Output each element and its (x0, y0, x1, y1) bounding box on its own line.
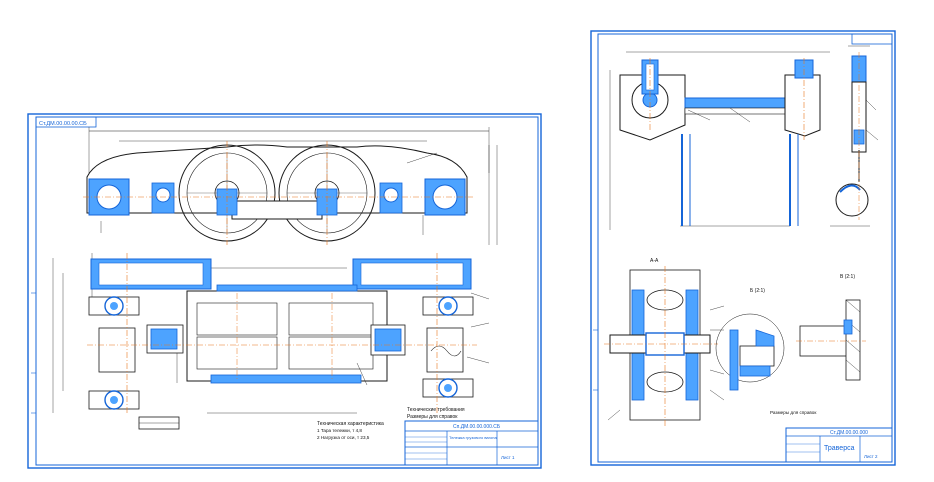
requirements-note: Размеры для справок (407, 414, 458, 420)
sheet-label: Лист 1 (501, 455, 515, 460)
inner-frame (35, 116, 539, 466)
top-stamp-code: Ст.ДМ.00.00.00.СБ (39, 121, 87, 127)
right-note: Размеры для справок (770, 410, 817, 415)
section-label-b: Б (2:1) (750, 288, 765, 294)
outer-frame-right (590, 30, 896, 466)
right-drawing-code: Ст.ДМ.00.00.000 (830, 430, 868, 436)
requirements-heading: Технические требования (407, 407, 465, 413)
top-stamp-box-right (851, 33, 893, 45)
notes-heading: Техническая характеристика (317, 421, 384, 427)
drawing-title: Тележка грузового вагона (449, 435, 497, 440)
title-block: Сп.ДМ.00.00.000.СБ Тележка грузового ваг… (404, 420, 539, 466)
title-block-right: Ст.ДМ.00.00.000 Траверса Лист 2 (785, 427, 893, 463)
drawing-code: Сп.ДМ.00.00.000.СБ (453, 424, 501, 430)
wheelset-right (422, 296, 474, 398)
detail-b (715, 313, 785, 391)
side-frame (86, 144, 468, 214)
section-a-a (604, 266, 725, 426)
note-1: 1 Тара тележки, т 4,8 (317, 428, 362, 433)
detail-c (796, 299, 866, 381)
right-sheet-label: Лист 2 (864, 454, 878, 459)
wheelset-left (88, 296, 140, 410)
note-2: 2 Нагрузка от оси, т 23,5 (317, 435, 370, 440)
top-stamp-box (35, 116, 97, 128)
traverse-main-view (609, 45, 879, 230)
outer-frame (27, 113, 542, 469)
plan-view (52, 253, 490, 414)
assembly-drawing-sheet: Ст.ДМ.00.00.00.СБ (27, 113, 542, 469)
section-label-a: А-А (650, 258, 659, 264)
bolster (231, 200, 323, 220)
traverse-drawing: А-А Б (2:1) В (2:1) (590, 30, 896, 466)
right-drawing-title: Траверса (824, 445, 855, 452)
side-view (83, 127, 498, 245)
traverse-drawing-sheet: А-А Б (2:1) В (2:1) (590, 30, 896, 466)
section-label-c: В (2:1) (840, 274, 855, 280)
inner-frame-right (597, 33, 893, 463)
assembly-drawing: Ст.ДМ.00.00.00.СБ (27, 113, 542, 469)
